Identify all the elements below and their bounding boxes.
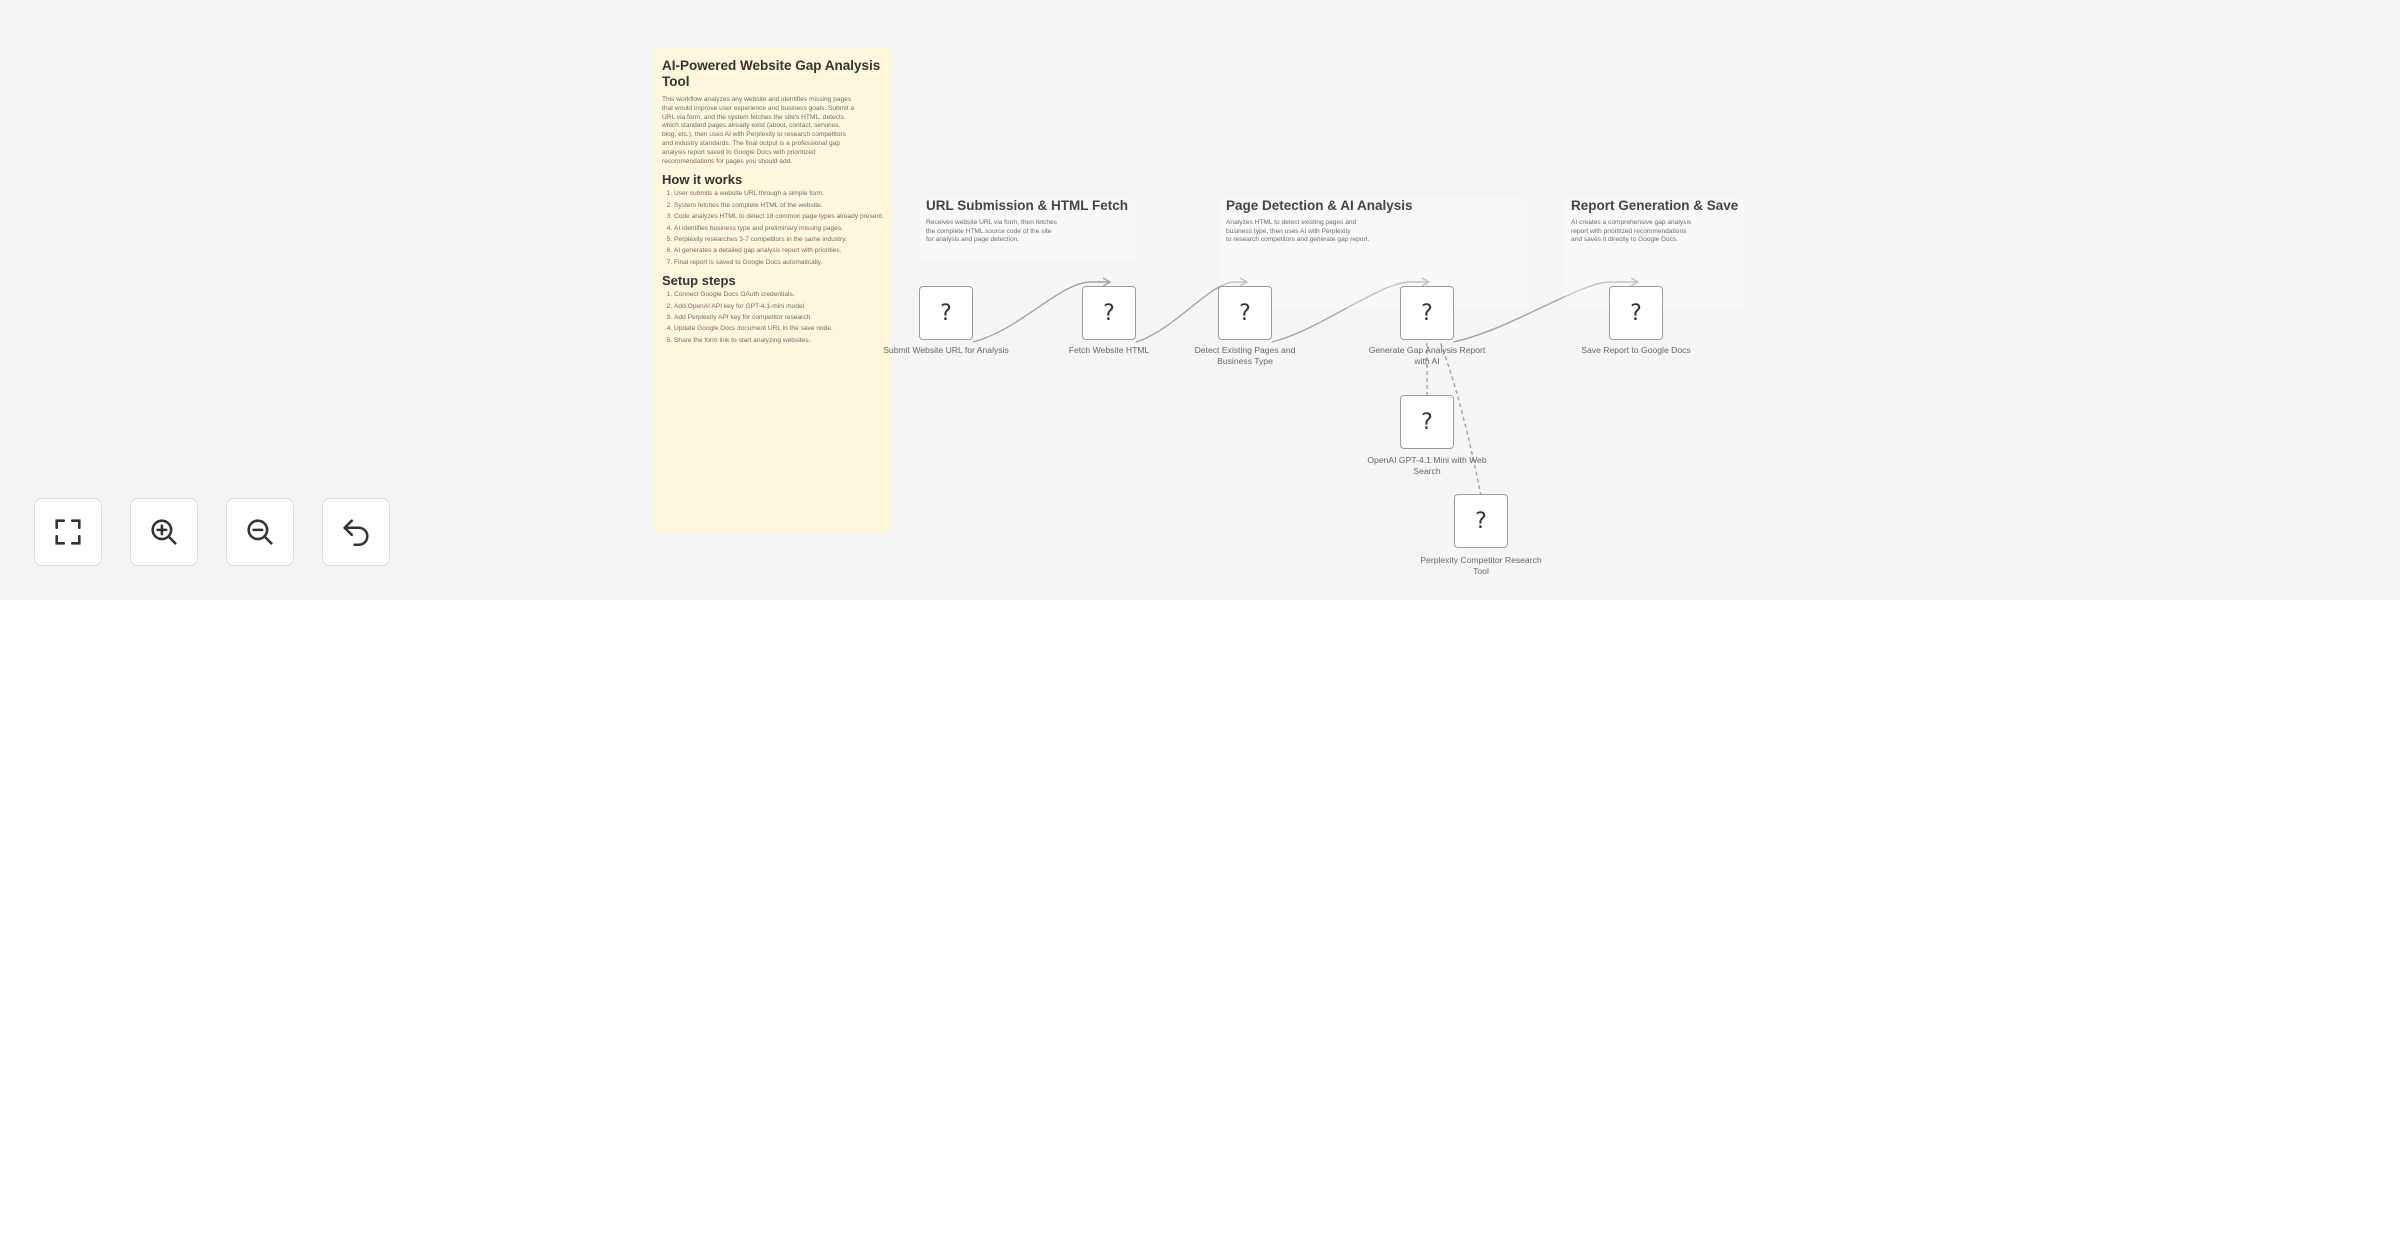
node-label: Detect Existing Pages and Business Type [1194, 345, 1296, 366]
list-item: Final report is saved to Google Docs aut… [674, 259, 884, 267]
zoom-in-icon [151, 519, 177, 545]
unknown-node-icon: ? [1239, 300, 1251, 326]
description-line: which standard pages already exist (abou… [662, 122, 841, 130]
section-line: business type, then uses AI with Perplex… [1226, 227, 1351, 235]
node-save-report-google-docs[interactable]: ? [1609, 286, 1663, 340]
workflow-canvas[interactable]: AI-Powered Website Gap Analysis Tool Thi… [0, 0, 2400, 600]
node-label: OpenAI GPT-4.1 Mini with Web Search [1367, 455, 1487, 476]
node-label: Fetch Website HTML [1068, 345, 1150, 355]
description-line: that would improve user experience and b… [662, 104, 855, 112]
section-line: Receives website URL via form, then fetc… [926, 219, 1057, 226]
section-line: for analysis and page detection. [926, 236, 1020, 244]
section-title: Page Detection & AI Analysis [1226, 198, 1413, 213]
list-item: System fetches the complete HTML of the … [674, 202, 884, 210]
node-submit-website-url[interactable]: ? [919, 286, 973, 340]
list-item: Connect Google Docs OAuth credentials. [674, 291, 884, 299]
unknown-node-icon: ? [1475, 508, 1487, 534]
arrow-generate [1421, 277, 1431, 287]
section-line: AI creates a comprehensive gap analysis [1571, 219, 1692, 226]
description-line: blog, etc.), then uses AI with Perplexit… [662, 131, 846, 139]
node-label: Submit Website URL for Analysis [883, 345, 1009, 355]
list-item: User submits a website URL through a sim… [674, 190, 884, 198]
sticky-note-overview[interactable]: AI-Powered Website Gap Analysis Tool Thi… [654, 48, 892, 532]
list-item: Update Google Docs document URL in the s… [674, 325, 884, 333]
connections-layer [972, 277, 1640, 497]
how-it-works-heading: How it works [662, 172, 743, 188]
node-label: Perplexity Competitor Research Tool [1420, 555, 1542, 576]
undo-button[interactable] [322, 498, 390, 566]
zoom-out-icon [247, 519, 273, 545]
sticky-note-description: This workflow analyzes any website and i… [662, 96, 884, 166]
sticky-note-title: AI-Powered Website Gap Analysis Tool [662, 58, 881, 89]
description-line: and industry standards. The final output… [662, 139, 841, 147]
arrow-fetch [1102, 277, 1112, 287]
setup-steps-list: Connect Google Docs OAuth credentials. A… [662, 291, 884, 345]
list-item: AI identifies business type and prelimin… [674, 225, 884, 233]
zoom-out-button[interactable] [226, 498, 294, 566]
setup-steps-heading: Setup steps [662, 273, 736, 289]
arrow-save [1630, 277, 1640, 287]
how-it-works-list: User submits a website URL through a sim… [662, 190, 884, 267]
list-item: Perplexity researches 3-7 competitors in… [674, 236, 884, 244]
connection-detect-generate [1271, 281, 1428, 343]
section-description: AI creates a comprehensive gap analysis … [1571, 219, 1739, 245]
list-item: Add Perplexity API key for competitor re… [674, 314, 884, 322]
list-item: Code analyzes HTML to detect 18 common p… [674, 213, 884, 221]
list-item: AI generates a detailed gap analysis rep… [674, 247, 884, 255]
unknown-node-icon: ? [1103, 300, 1115, 326]
section-line: to research competitors and generate gap… [1226, 236, 1370, 244]
zoom-in-button[interactable] [130, 498, 198, 566]
list-item: Add OpenAI API key for GPT-4.1-mini mode… [674, 303, 884, 311]
section-description: Receives website URL via form, then fetc… [926, 219, 1130, 245]
section-title: Report Generation & Save [1571, 198, 1739, 213]
section-title: URL Submission & HTML Fetch [926, 198, 1129, 213]
node-openai-gpt-mini[interactable]: ? [1400, 395, 1454, 449]
unknown-node-icon: ? [940, 300, 952, 326]
node-label: Save Report to Google Docs [1581, 345, 1691, 355]
section-url-submission[interactable]: URL Submission & HTML Fetch Receives web… [920, 198, 1136, 260]
connection-submit-fetch [972, 281, 1109, 343]
section-line: report with prioritized recommendations [1571, 227, 1687, 235]
connection-fetch-detect [1135, 281, 1246, 343]
description-line: recommendations for pages you should add… [662, 157, 793, 165]
fullscreen-icon [55, 519, 81, 545]
node-perplexity-research[interactable]: ? [1454, 494, 1508, 548]
fit-view-button[interactable] [34, 498, 102, 566]
section-description: Analyzes HTML to detect existing pages a… [1226, 219, 1522, 245]
node-generate-gap-analysis[interactable]: ? [1400, 286, 1454, 340]
description-line: analysis report saved to Google Docs wit… [662, 148, 816, 156]
description-line: This workflow analyzes any website and i… [662, 96, 852, 103]
connection-perplexity-generate [1439, 341, 1482, 497]
node-detect-existing-pages[interactable]: ? [1218, 286, 1272, 340]
connection-generate-save [1452, 281, 1637, 343]
list-item: Share the form link to start analyzing w… [674, 337, 884, 345]
node-fetch-website-html[interactable]: ? [1082, 286, 1136, 340]
node-label: Generate Gap Analysis Report with AI [1368, 345, 1486, 366]
unknown-node-icon: ? [1630, 300, 1642, 326]
arrow-detect [1239, 277, 1249, 287]
section-line: the complete HTML source code of the sit… [926, 227, 1052, 235]
unknown-node-icon: ? [1421, 300, 1433, 326]
unknown-node-icon: ? [1421, 409, 1433, 435]
section-line: and saves it directly to Google Docs. [1571, 236, 1679, 244]
section-line: Analyzes HTML to detect existing pages a… [1226, 219, 1357, 226]
undo-icon [343, 519, 369, 547]
description-line: URL via form, and the system fetches the… [662, 113, 845, 121]
